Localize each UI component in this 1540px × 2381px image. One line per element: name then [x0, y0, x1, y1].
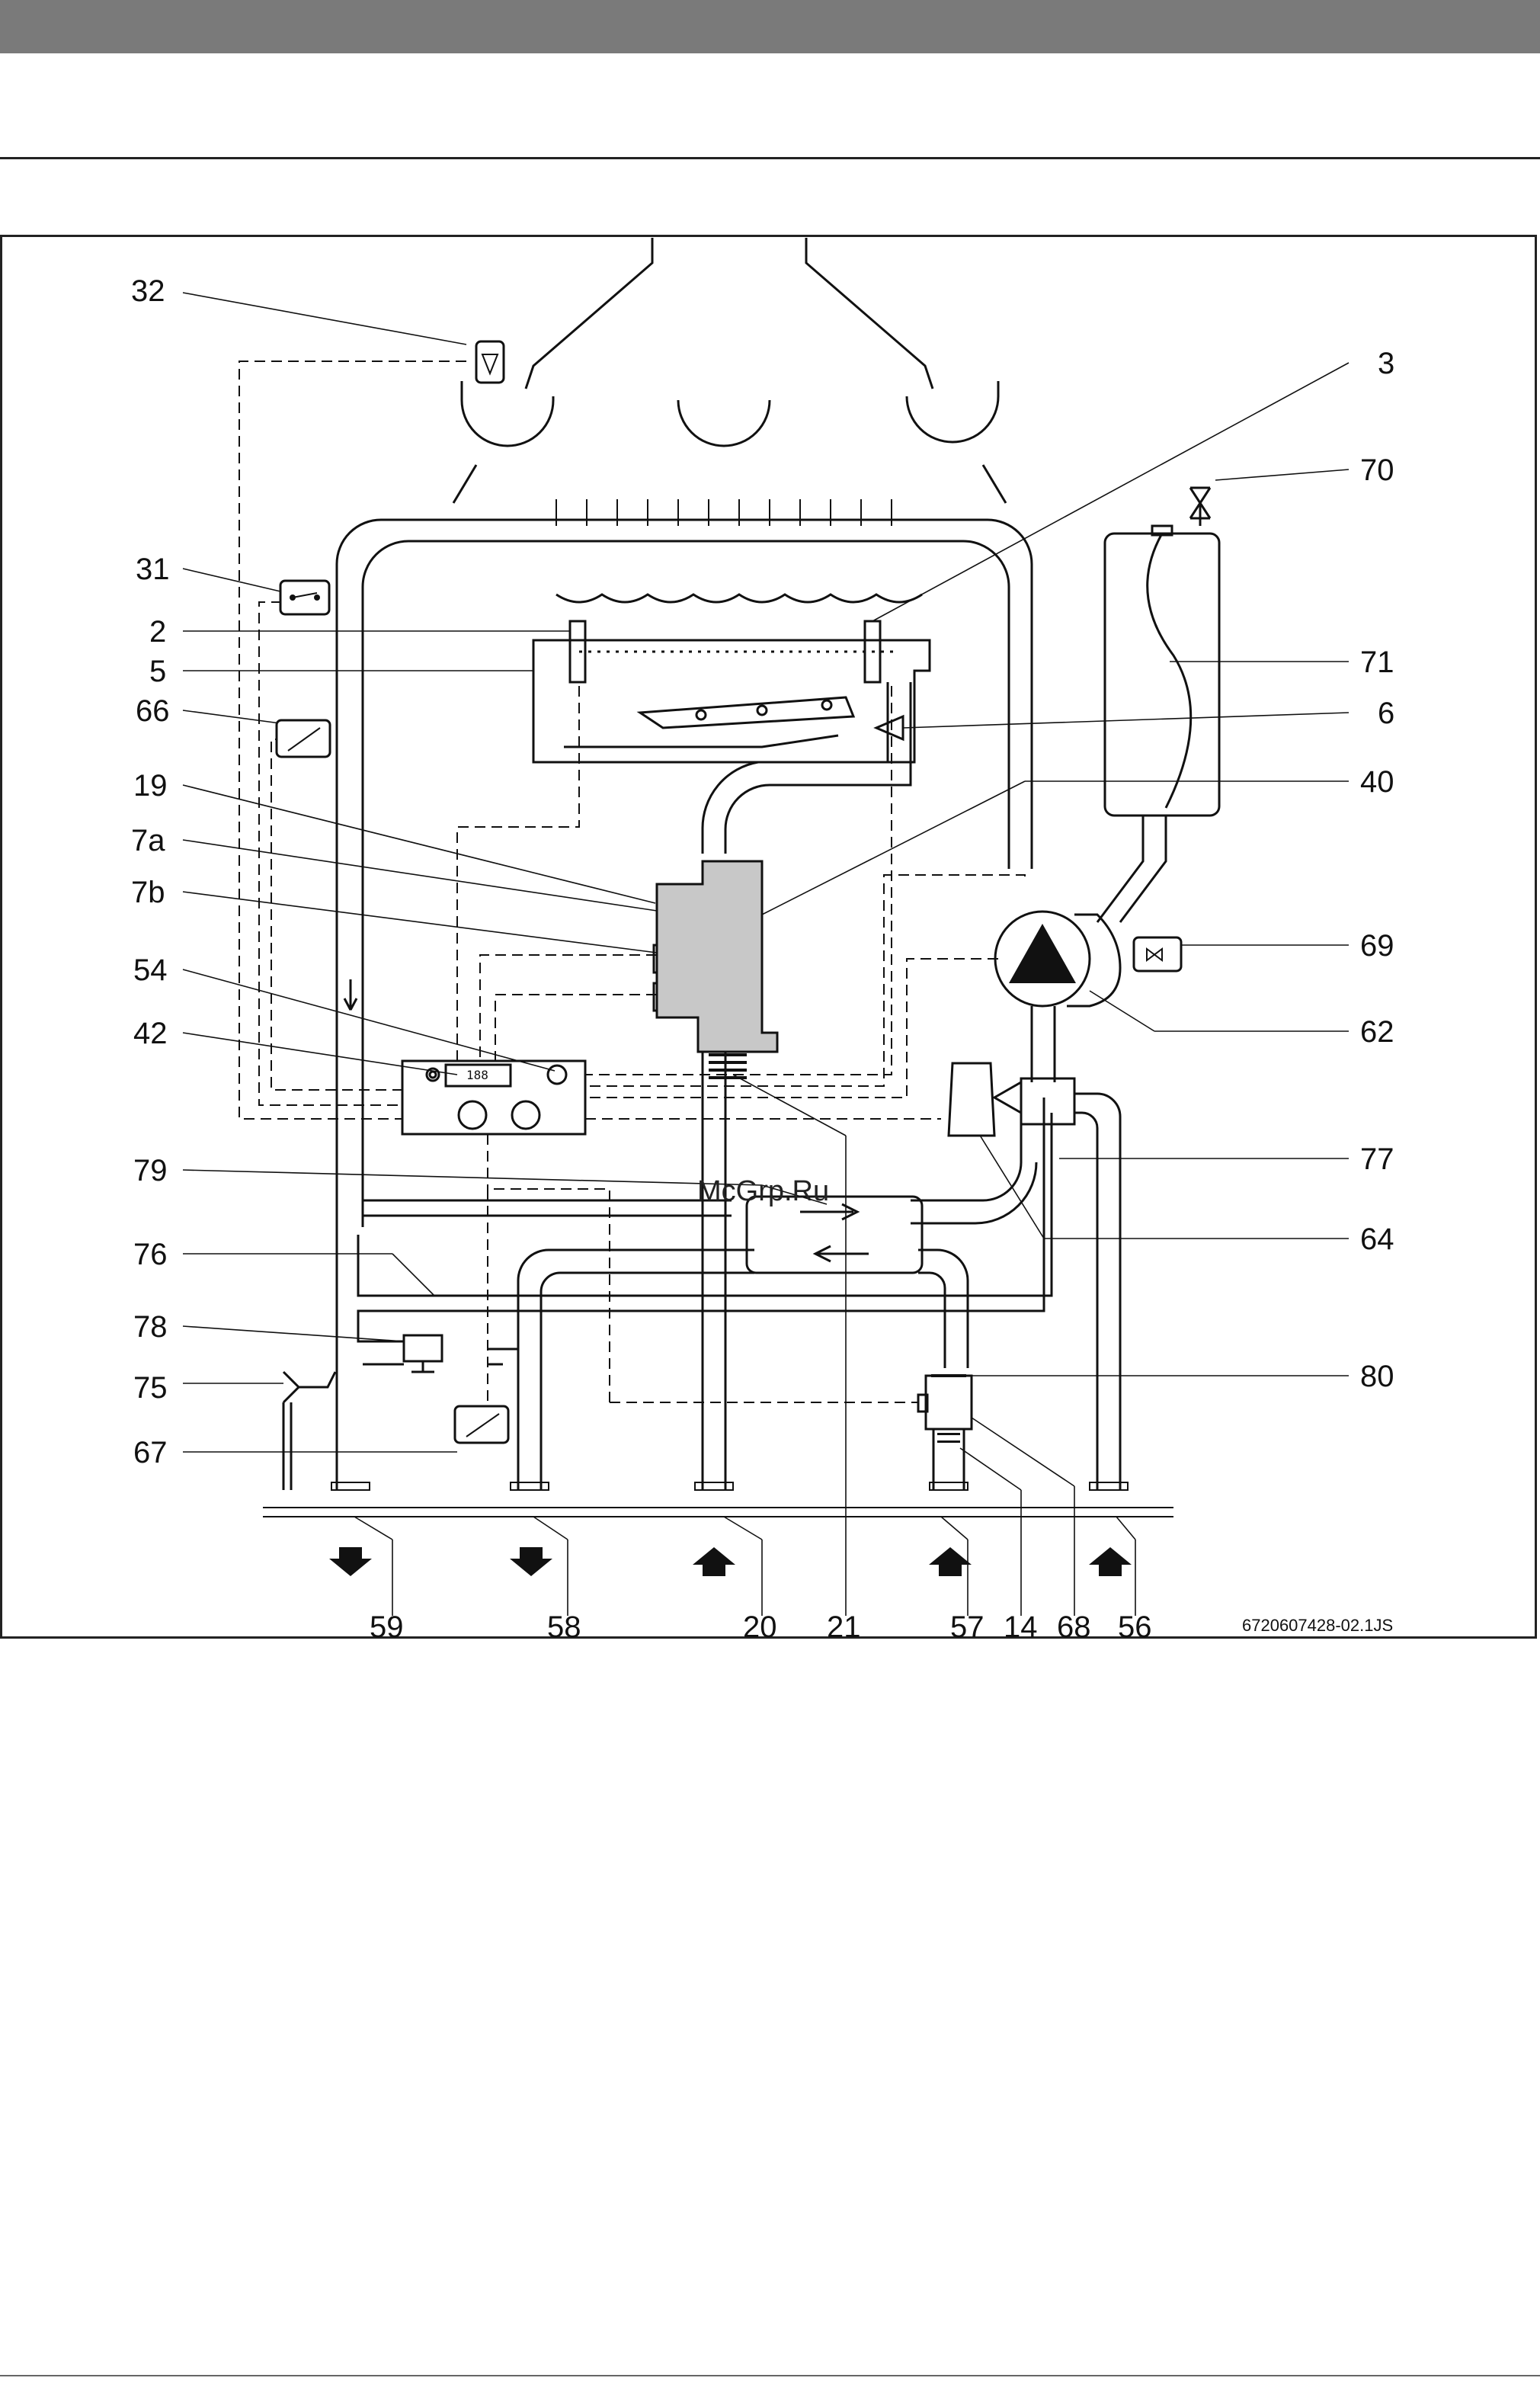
pressure-switch-31 — [280, 581, 329, 614]
control-panel — [402, 1061, 585, 1134]
watermark: McGrp.Ru — [697, 1175, 829, 1207]
label-68: 68 — [1057, 1610, 1091, 1644]
label-7a: 7a — [131, 824, 165, 857]
label-67: 67 — [133, 1436, 168, 1469]
flue-sensor-32 — [476, 341, 504, 383]
label-69: 69 — [1360, 929, 1394, 963]
label-70: 70 — [1360, 453, 1394, 487]
expansion-vessel — [1097, 488, 1219, 922]
label-19: 19 — [133, 769, 168, 803]
label-32: 32 — [131, 274, 165, 308]
label-7b: 7b — [131, 876, 165, 909]
label-75: 75 — [133, 1371, 168, 1405]
label-59: 59 — [370, 1610, 404, 1644]
label-79: 79 — [133, 1154, 168, 1187]
callouts-bottom: 59 58 20 21 57 14 68 56 — [370, 1610, 1152, 1644]
flue-hood — [453, 238, 1006, 503]
label-78: 78 — [133, 1310, 168, 1344]
label-40: 40 — [1360, 765, 1394, 799]
pump-symbol — [1009, 924, 1076, 983]
label-62: 62 — [1360, 1015, 1394, 1049]
connection-rail — [263, 1482, 1173, 1517]
display-readout: 188 — [466, 1068, 488, 1082]
gas-valve — [657, 861, 777, 1052]
bypass-loops — [358, 1098, 1052, 1364]
valve-69 — [1134, 937, 1181, 971]
pump — [995, 912, 1120, 1082]
safety-valve — [283, 1372, 335, 1490]
label-77: 77 — [1360, 1142, 1394, 1176]
diverter-valve-64 — [949, 1063, 1021, 1136]
label-58: 58 — [547, 1610, 581, 1644]
label-80: 80 — [1360, 1360, 1394, 1393]
label-76: 76 — [133, 1238, 168, 1271]
label-66: 66 — [136, 694, 170, 728]
sensor-66 — [277, 720, 330, 757]
callouts-left: 32 31 2 5 66 19 7a 7b 54 42 79 76 78 75 … — [131, 274, 170, 1469]
label-2: 2 — [149, 615, 166, 649]
callouts-right: 3 70 71 6 40 69 62 77 64 80 — [1360, 347, 1394, 1393]
label-57: 57 — [950, 1610, 985, 1644]
label-71: 71 — [1360, 646, 1394, 679]
label-21: 21 — [827, 1610, 861, 1644]
label-14: 14 — [1004, 1610, 1038, 1644]
label-5: 5 — [149, 655, 166, 688]
burner — [533, 594, 930, 762]
label-64: 64 — [1360, 1223, 1394, 1256]
label-56: 56 — [1118, 1610, 1152, 1644]
label-31: 31 — [136, 553, 170, 586]
sensor-67 — [455, 1406, 508, 1443]
drawing-code: 6720607428-02.1JS — [1242, 1616, 1393, 1635]
label-3: 3 — [1378, 347, 1394, 380]
heat-exchanger-fins — [556, 499, 892, 526]
cold-water-inlet — [1021, 1078, 1120, 1490]
label-42: 42 — [133, 1017, 168, 1050]
label-54: 54 — [133, 953, 168, 987]
label-6: 6 — [1378, 697, 1394, 730]
label-20: 20 — [743, 1610, 777, 1644]
flow-valve-78 — [404, 1335, 442, 1372]
